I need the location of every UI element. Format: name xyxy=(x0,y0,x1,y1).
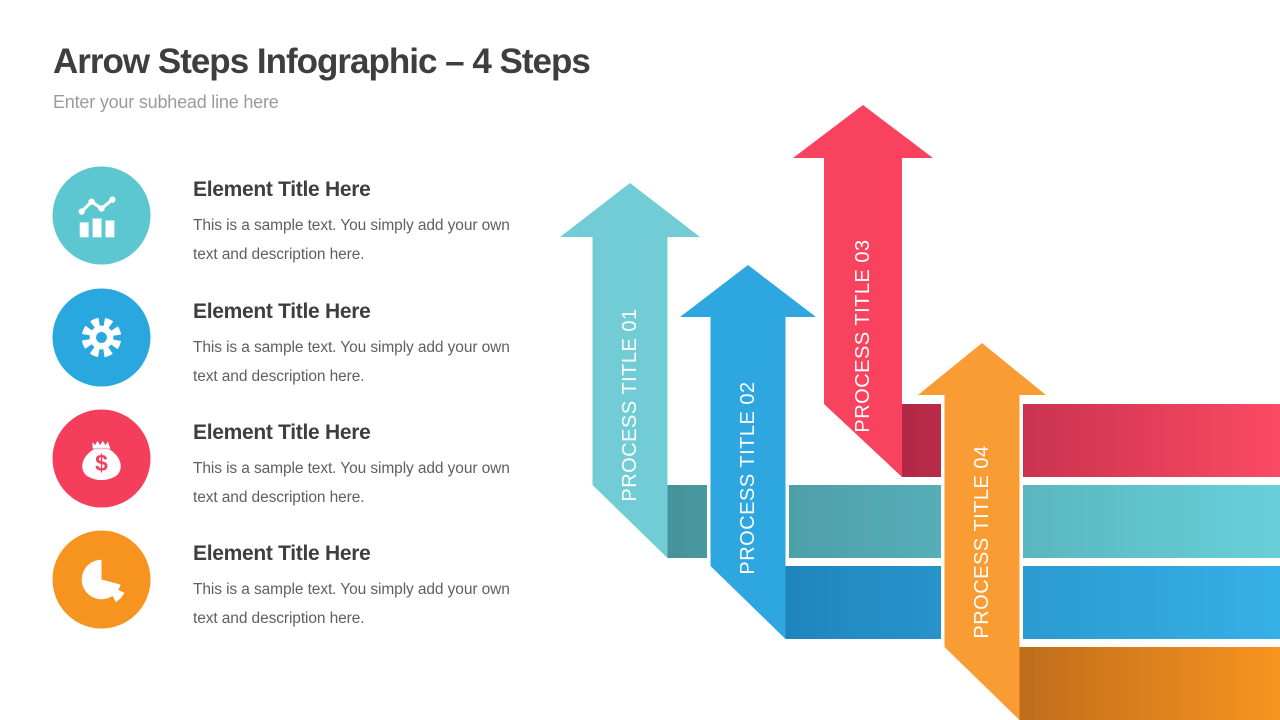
item-title: Element Title Here xyxy=(193,300,371,323)
page-title: Arrow Steps Infographic – 4 Steps xyxy=(53,42,591,81)
process-arrow-2: PROCESS TITLE 02 xyxy=(669,260,827,648)
process-arrow-label: PROCESS TITLE 04 xyxy=(971,445,993,638)
item-title: Element Title Here xyxy=(193,542,371,565)
item-description: This is a sample text. You simply add yo… xyxy=(193,339,510,385)
process-arrow-label: PROCESS TITLE 02 xyxy=(737,381,759,574)
item-badge-circle xyxy=(52,530,151,629)
bar-chart-icon xyxy=(52,166,151,265)
money-bag-icon: $ xyxy=(52,409,151,508)
header: Arrow Steps Infographic – 4 Steps Enter … xyxy=(53,42,673,113)
svg-text:$: $ xyxy=(95,450,108,476)
process-bar-4 xyxy=(1019,647,1280,720)
process-arrow-label: PROCESS TITLE 01 xyxy=(619,308,641,501)
process-bar-2 xyxy=(785,566,1280,639)
list-item-2: Element Title Here This is a sample text… xyxy=(52,288,522,398)
item-description: This is a sample text. You simply add yo… xyxy=(193,581,510,627)
item-title: Element Title Here xyxy=(193,178,371,201)
list-item-4: Element Title Here This is a sample text… xyxy=(52,530,522,640)
item-description: This is a sample text. You simply add yo… xyxy=(193,460,510,506)
item-badge-circle xyxy=(52,166,151,265)
process-arrow-1: PROCESS TITLE 01 xyxy=(549,178,711,567)
process-arrow-4: PROCESS TITLE 04 xyxy=(908,338,1056,720)
process-arrow-label: PROCESS TITLE 03 xyxy=(852,239,874,432)
process-arrow-3: PROCESS TITLE 03 xyxy=(782,100,944,486)
page-subtitle: Enter your subhead line here xyxy=(53,92,279,112)
item-title: Element Title Here xyxy=(193,421,371,444)
list-item-1: Element Title Here This is a sample text… xyxy=(52,166,522,276)
item-description: This is a sample text. You simply add yo… xyxy=(193,217,510,263)
pie-chart-icon xyxy=(52,530,151,629)
list-item-3: $ Element Title Here This is a sample te… xyxy=(52,409,522,519)
gear-icon xyxy=(52,288,151,387)
